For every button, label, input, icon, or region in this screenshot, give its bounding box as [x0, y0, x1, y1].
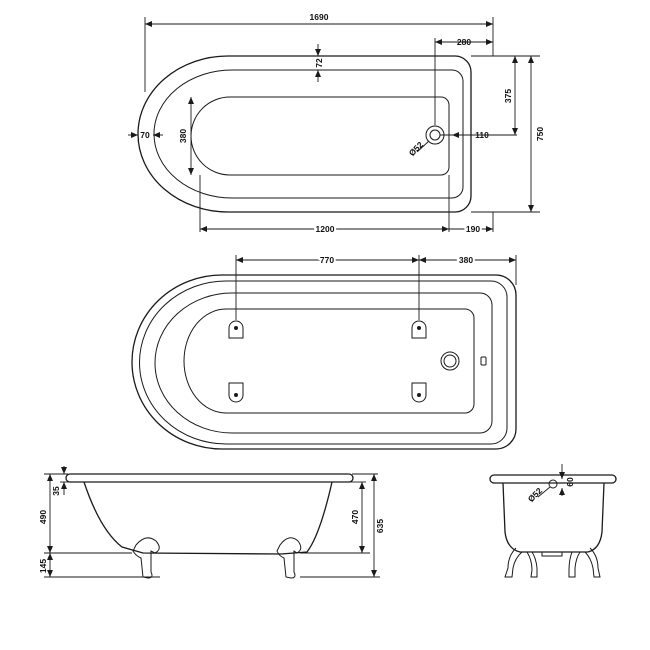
end-waste-outlet	[541, 552, 563, 557]
end-rim-left-label: 70	[140, 130, 150, 140]
foot-icon	[276, 537, 302, 579]
leg-icon	[568, 551, 581, 578]
leg-icon	[584, 547, 601, 578]
overflow-offset-label: 60	[565, 477, 575, 487]
side-view: 35 490 145 470 635	[38, 466, 385, 579]
foot-pad-icon	[228, 382, 244, 403]
plan-view: 1690 280 72 375 750 380 70 110 Ø52 1200 …	[128, 12, 545, 236]
plan-outer-rim	[137, 55, 472, 213]
end-rim-right-label: 110	[475, 130, 489, 140]
end-waste-icon	[548, 479, 558, 489]
waste-leader	[537, 486, 551, 498]
base-rim-3	[154, 292, 493, 434]
foot-pad-icon	[411, 382, 427, 403]
feet-to-end-label: 380	[459, 255, 473, 265]
inner-width-label: 380	[178, 129, 188, 143]
base-view: 770 380	[131, 253, 517, 450]
plan-basin-outline	[190, 96, 450, 176]
right-offset-label: 190	[466, 224, 480, 234]
end-view: Ø52 60	[489, 464, 617, 578]
rim-depth-label: 35	[51, 486, 61, 496]
end-body	[502, 482, 605, 553]
foot-pad-icon	[228, 320, 244, 339]
waste-from-end-label: 280	[457, 37, 471, 47]
leg-icon	[526, 551, 538, 578]
internal-depth-label: 490	[38, 510, 48, 524]
side-rim	[65, 473, 354, 483]
half-width-label: 375	[503, 89, 513, 103]
overflow-icon	[480, 356, 487, 366]
foot-pad-icon	[411, 320, 427, 339]
waste-leader	[416, 140, 430, 153]
rim-top-label: 72	[314, 58, 324, 68]
base-basin-outline	[183, 308, 475, 414]
plan-inner-rim	[153, 69, 464, 199]
end-rim	[489, 474, 617, 484]
depth-label: 470	[350, 510, 360, 524]
feet-spacing-label: 770	[320, 255, 334, 265]
inner-length-label: 1200	[316, 224, 335, 234]
side-body	[83, 481, 333, 555]
overall-length-label: 1690	[310, 12, 329, 22]
end-waste-diameter-label: Ø52	[526, 485, 545, 504]
overall-width-label: 750	[535, 127, 545, 141]
leg-icon	[504, 547, 523, 578]
overall-height-label: 635	[375, 519, 385, 533]
waste-diameter-label: Ø52	[407, 139, 426, 158]
feet-height-label: 145	[38, 559, 48, 573]
foot-icon	[132, 537, 160, 579]
base-rim-2	[138, 280, 508, 445]
base-outer-rim	[131, 274, 517, 450]
base-waste-icon	[440, 351, 460, 371]
